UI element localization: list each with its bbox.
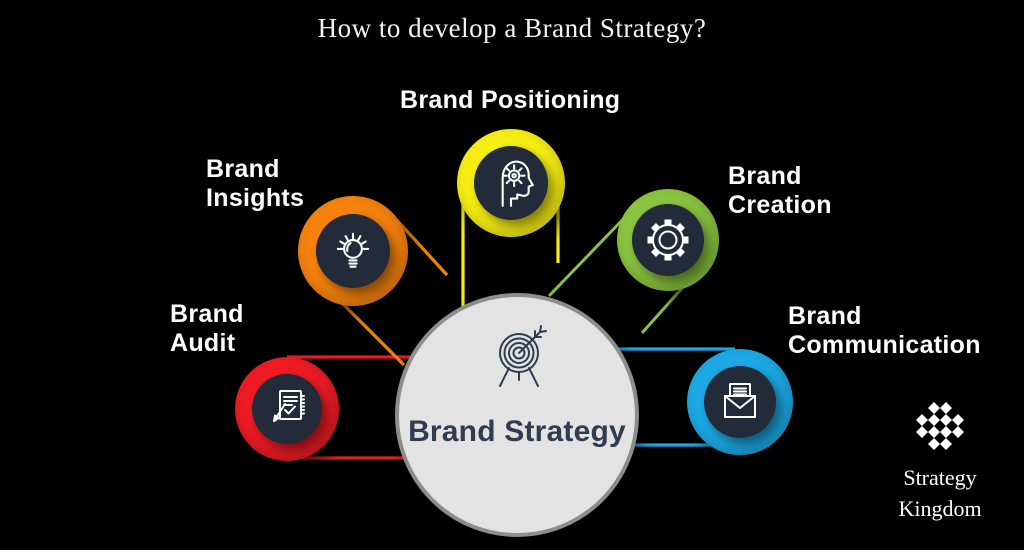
- label-line: Insights: [206, 184, 305, 213]
- node-brand-audit: [235, 357, 339, 461]
- label-line: Brand: [788, 302, 862, 330]
- label-brand-audit: Brand Audit: [170, 300, 244, 359]
- node-brand-positioning: [457, 129, 565, 237]
- node-brand-creation-inner: [632, 204, 704, 276]
- head-gear-icon: [501, 160, 534, 207]
- node-brand-insights: [298, 196, 408, 306]
- diamond-cluster-logo: [916, 402, 964, 450]
- label-brand-creation: Brand Creation: [728, 162, 832, 221]
- label-brand-communication: Brand Communication: [788, 302, 981, 361]
- logo-wordmark: Strategy Kingdom: [870, 462, 1010, 524]
- connector-insights-top: [392, 215, 449, 277]
- logo-word-line: Kingdom: [898, 496, 982, 521]
- connector-creation-bottom: [640, 285, 686, 334]
- logo-strategy-kingdom: Strategy Kingdom: [870, 402, 1010, 524]
- node-brand-communication-inner: [704, 366, 776, 438]
- node-brand-positioning-inner: [474, 146, 548, 220]
- center-node-brand-strategy: Brand Strategy: [395, 293, 639, 537]
- label-brand-insights: Brand Insights: [206, 155, 304, 214]
- gear-icon: [647, 219, 689, 261]
- label-line: Brand: [206, 155, 280, 183]
- label-line: Creation: [728, 191, 832, 220]
- envelope-letter-icon: [724, 383, 756, 418]
- label-line: Brand Positioning: [400, 86, 621, 114]
- lightbulb-icon: [336, 232, 370, 268]
- logo-word-line: Strategy: [903, 465, 977, 490]
- page-title: How to develop a Brand Strategy?: [317, 13, 707, 43]
- label-line: Audit: [170, 329, 236, 358]
- audit-checklist-icon: [273, 390, 305, 422]
- node-brand-insights-inner: [316, 214, 390, 288]
- node-brand-communication: [687, 349, 793, 455]
- label-line: Brand: [170, 300, 244, 328]
- label-line: Communication: [788, 331, 981, 360]
- node-brand-audit-inner: [252, 374, 322, 444]
- label-brand-positioning: Brand Positioning: [400, 86, 620, 115]
- connector-creation-top: [547, 210, 632, 298]
- label-line: Brand: [728, 162, 802, 190]
- target-arrow-icon: [499, 325, 547, 387]
- node-brand-creation: [617, 189, 719, 291]
- center-node-label: Brand Strategy: [408, 415, 626, 448]
